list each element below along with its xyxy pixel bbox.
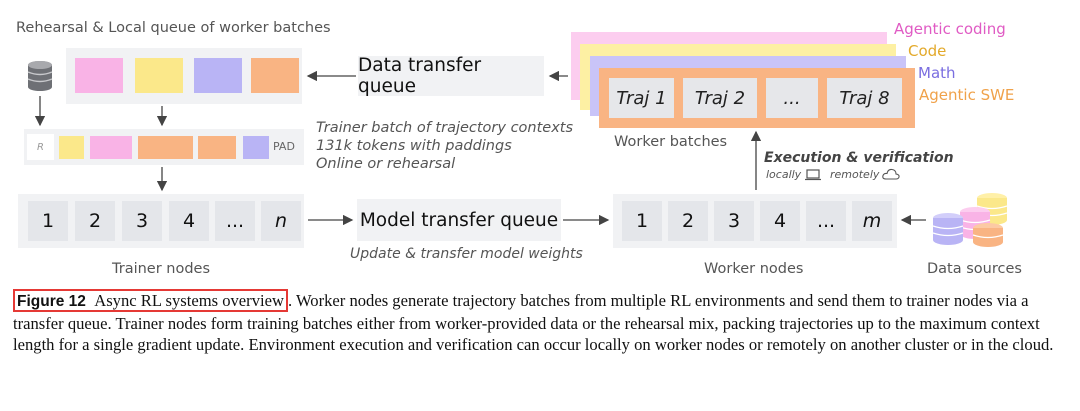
- segment-yellow: [59, 136, 84, 159]
- segment-orange-1: [138, 136, 193, 159]
- traj-ellipsis: ...: [766, 78, 818, 118]
- update-weights-text: Update & transfer model weights: [350, 246, 583, 262]
- laptop-icon: [805, 169, 821, 181]
- trainer-node-2: 2: [75, 201, 115, 241]
- locally-label: locally: [766, 168, 802, 181]
- remotely-label: remotely: [830, 168, 880, 181]
- rehearsal-segment: R: [27, 134, 54, 160]
- data-sources-label: Data sources: [927, 261, 1022, 277]
- trainer-nodes-label: Trainer nodes: [112, 261, 211, 277]
- worker-nodes-label: Worker nodes: [704, 261, 804, 277]
- connector-arrows: [34, 70, 926, 226]
- caption-highlight: Figure 12 Async RL systems overview: [13, 289, 288, 312]
- cloud-icon: [882, 168, 900, 180]
- database-icon: [27, 61, 53, 91]
- worker-node-m: m: [852, 201, 892, 241]
- env-label-math: Math: [918, 64, 956, 82]
- segment-pink: [90, 136, 132, 159]
- rehearsal-queue-label: Rehearsal & Local queue of worker batche…: [16, 20, 331, 36]
- data-transfer-queue: Data transfer queue: [358, 55, 544, 97]
- worker-batches-label: Worker batches: [614, 134, 728, 150]
- worker-node-3: 3: [714, 201, 754, 241]
- worker-node-2: 2: [668, 201, 708, 241]
- batch-purple: [194, 58, 242, 93]
- data-sources-icon: [932, 193, 1008, 247]
- worker-node-4: 4: [760, 201, 800, 241]
- model-transfer-queue: Model transfer queue: [357, 199, 561, 241]
- env-label-agentic-coding: Agentic coding: [894, 20, 1006, 38]
- trainer-node-1: 1: [28, 201, 68, 241]
- trainer-batch-line-3: Online or rehearsal: [316, 156, 456, 172]
- env-label-code: Code: [908, 42, 947, 60]
- batch-yellow: [135, 58, 183, 93]
- traj-2: Traj 2: [683, 78, 757, 118]
- trainer-batch-line-2: 131k tokens with paddings: [316, 138, 512, 154]
- traj-1: Traj 1: [609, 78, 674, 118]
- batch-pink: [75, 58, 123, 93]
- trainer-node-3: 3: [122, 201, 162, 241]
- figure-label: Figure 12: [17, 293, 86, 310]
- traj-8: Traj 8: [827, 78, 902, 118]
- batch-orange: [251, 58, 299, 93]
- execution-verification-label: Execution & verification: [764, 150, 954, 166]
- trainer-batch-line-1: Trainer batch of trajectory contexts: [316, 120, 574, 136]
- caption-text: . Worker nodes generate trajectory batch…: [13, 291, 1054, 354]
- segment-orange-2: [198, 136, 236, 159]
- pad-label: PAD: [273, 140, 295, 153]
- worker-node-1: 1: [622, 201, 662, 241]
- trainer-node-n: n: [261, 201, 301, 241]
- env-label-agentic-swe: Agentic SWE: [919, 86, 1015, 104]
- figure-caption: Figure 12 Async RL systems overview. Wor…: [13, 289, 1069, 356]
- worker-node-ellipsis: ...: [806, 201, 846, 241]
- segment-purple: [243, 136, 269, 159]
- trainer-node-ellipsis: ...: [215, 201, 255, 241]
- trainer-node-4: 4: [169, 201, 209, 241]
- figure-title: Async RL systems overview: [94, 291, 284, 310]
